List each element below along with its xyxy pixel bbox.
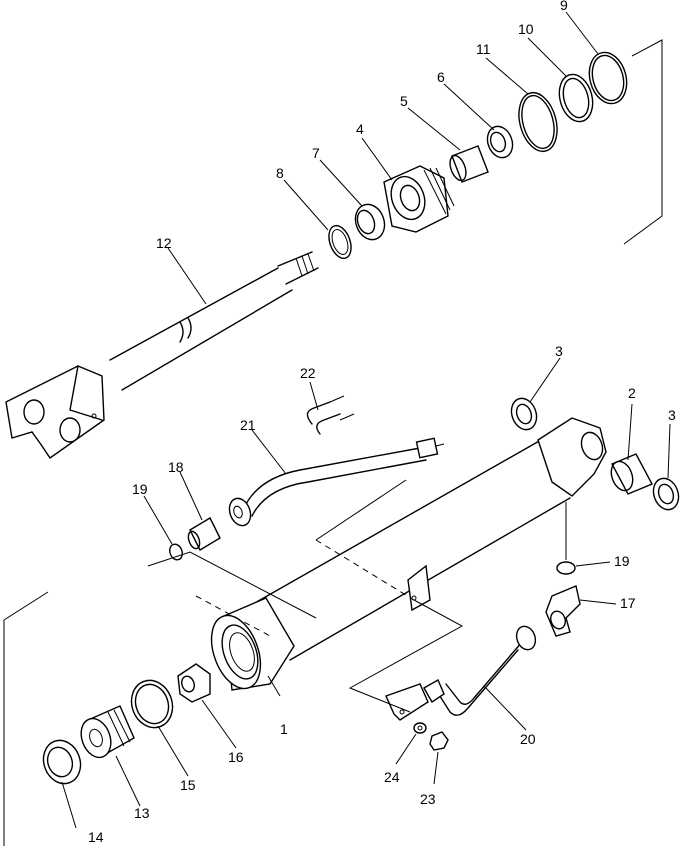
dust-seal [486,125,514,159]
adapter [187,517,221,551]
assembly-lines [147,479,567,713]
piston-seal [42,739,82,785]
pipe-lower [385,625,537,721]
snap-ring [328,224,352,260]
o-ring-11 [518,91,558,153]
pin-bushing [610,453,653,495]
callout-10: 10 [518,21,534,37]
lower-assembly-bracket [3,591,49,846]
callout-19: 19 [614,553,630,569]
wear-ring [130,679,174,729]
washer [413,722,427,734]
leader-lines [61,11,671,829]
eye-seal-right [652,477,680,511]
piston-rod [5,251,319,459]
callout-23: 23 [420,791,436,807]
callout-9: 9 [560,0,568,13]
backup-ring-10 [558,73,594,123]
u-bolt-clamp [306,395,355,435]
eye-seal-left [510,397,538,431]
callout-12: 12 [156,235,172,251]
upper-assembly-bracket [623,39,663,245]
cylinder-tube [210,417,607,691]
nut [429,731,449,751]
callout-20: 20 [520,731,536,747]
o-ring-19-right [556,561,576,575]
callout-2: 2 [628,385,636,401]
callout-5: 5 [400,93,408,109]
rod-seal [354,203,386,241]
callout-8: 8 [276,165,284,181]
callout-18: 18 [168,459,184,475]
callout-21: 21 [240,417,256,433]
callout-6: 6 [437,69,445,85]
callout-11: 11 [476,41,491,57]
cylinder-head [383,165,455,233]
callout-14: 14 [88,829,104,845]
bushing [449,145,489,183]
callout-16: 16 [228,749,244,765]
callout-7: 7 [312,145,320,161]
callout-22: 22 [300,365,316,381]
o-ring-9 [588,51,628,105]
pipe-upper [228,437,445,527]
piston-nut [177,663,211,703]
elbow-fitting [545,585,581,637]
callout-15: 15 [180,777,196,793]
callout-24: 24 [384,769,400,785]
callout-19: 19 [132,481,148,497]
piston [80,705,135,759]
callout-13: 13 [134,805,150,821]
callout-3: 3 [555,343,563,359]
callout-labels: 1 2 3 3 4 5 6 7 8 9 10 11 12 13 14 15 16… [88,0,676,845]
callout-3: 3 [668,407,676,423]
o-ring-19-left [169,543,183,561]
callout-17: 17 [620,595,636,611]
callout-1: 1 [280,721,288,737]
callout-4: 4 [356,121,364,137]
